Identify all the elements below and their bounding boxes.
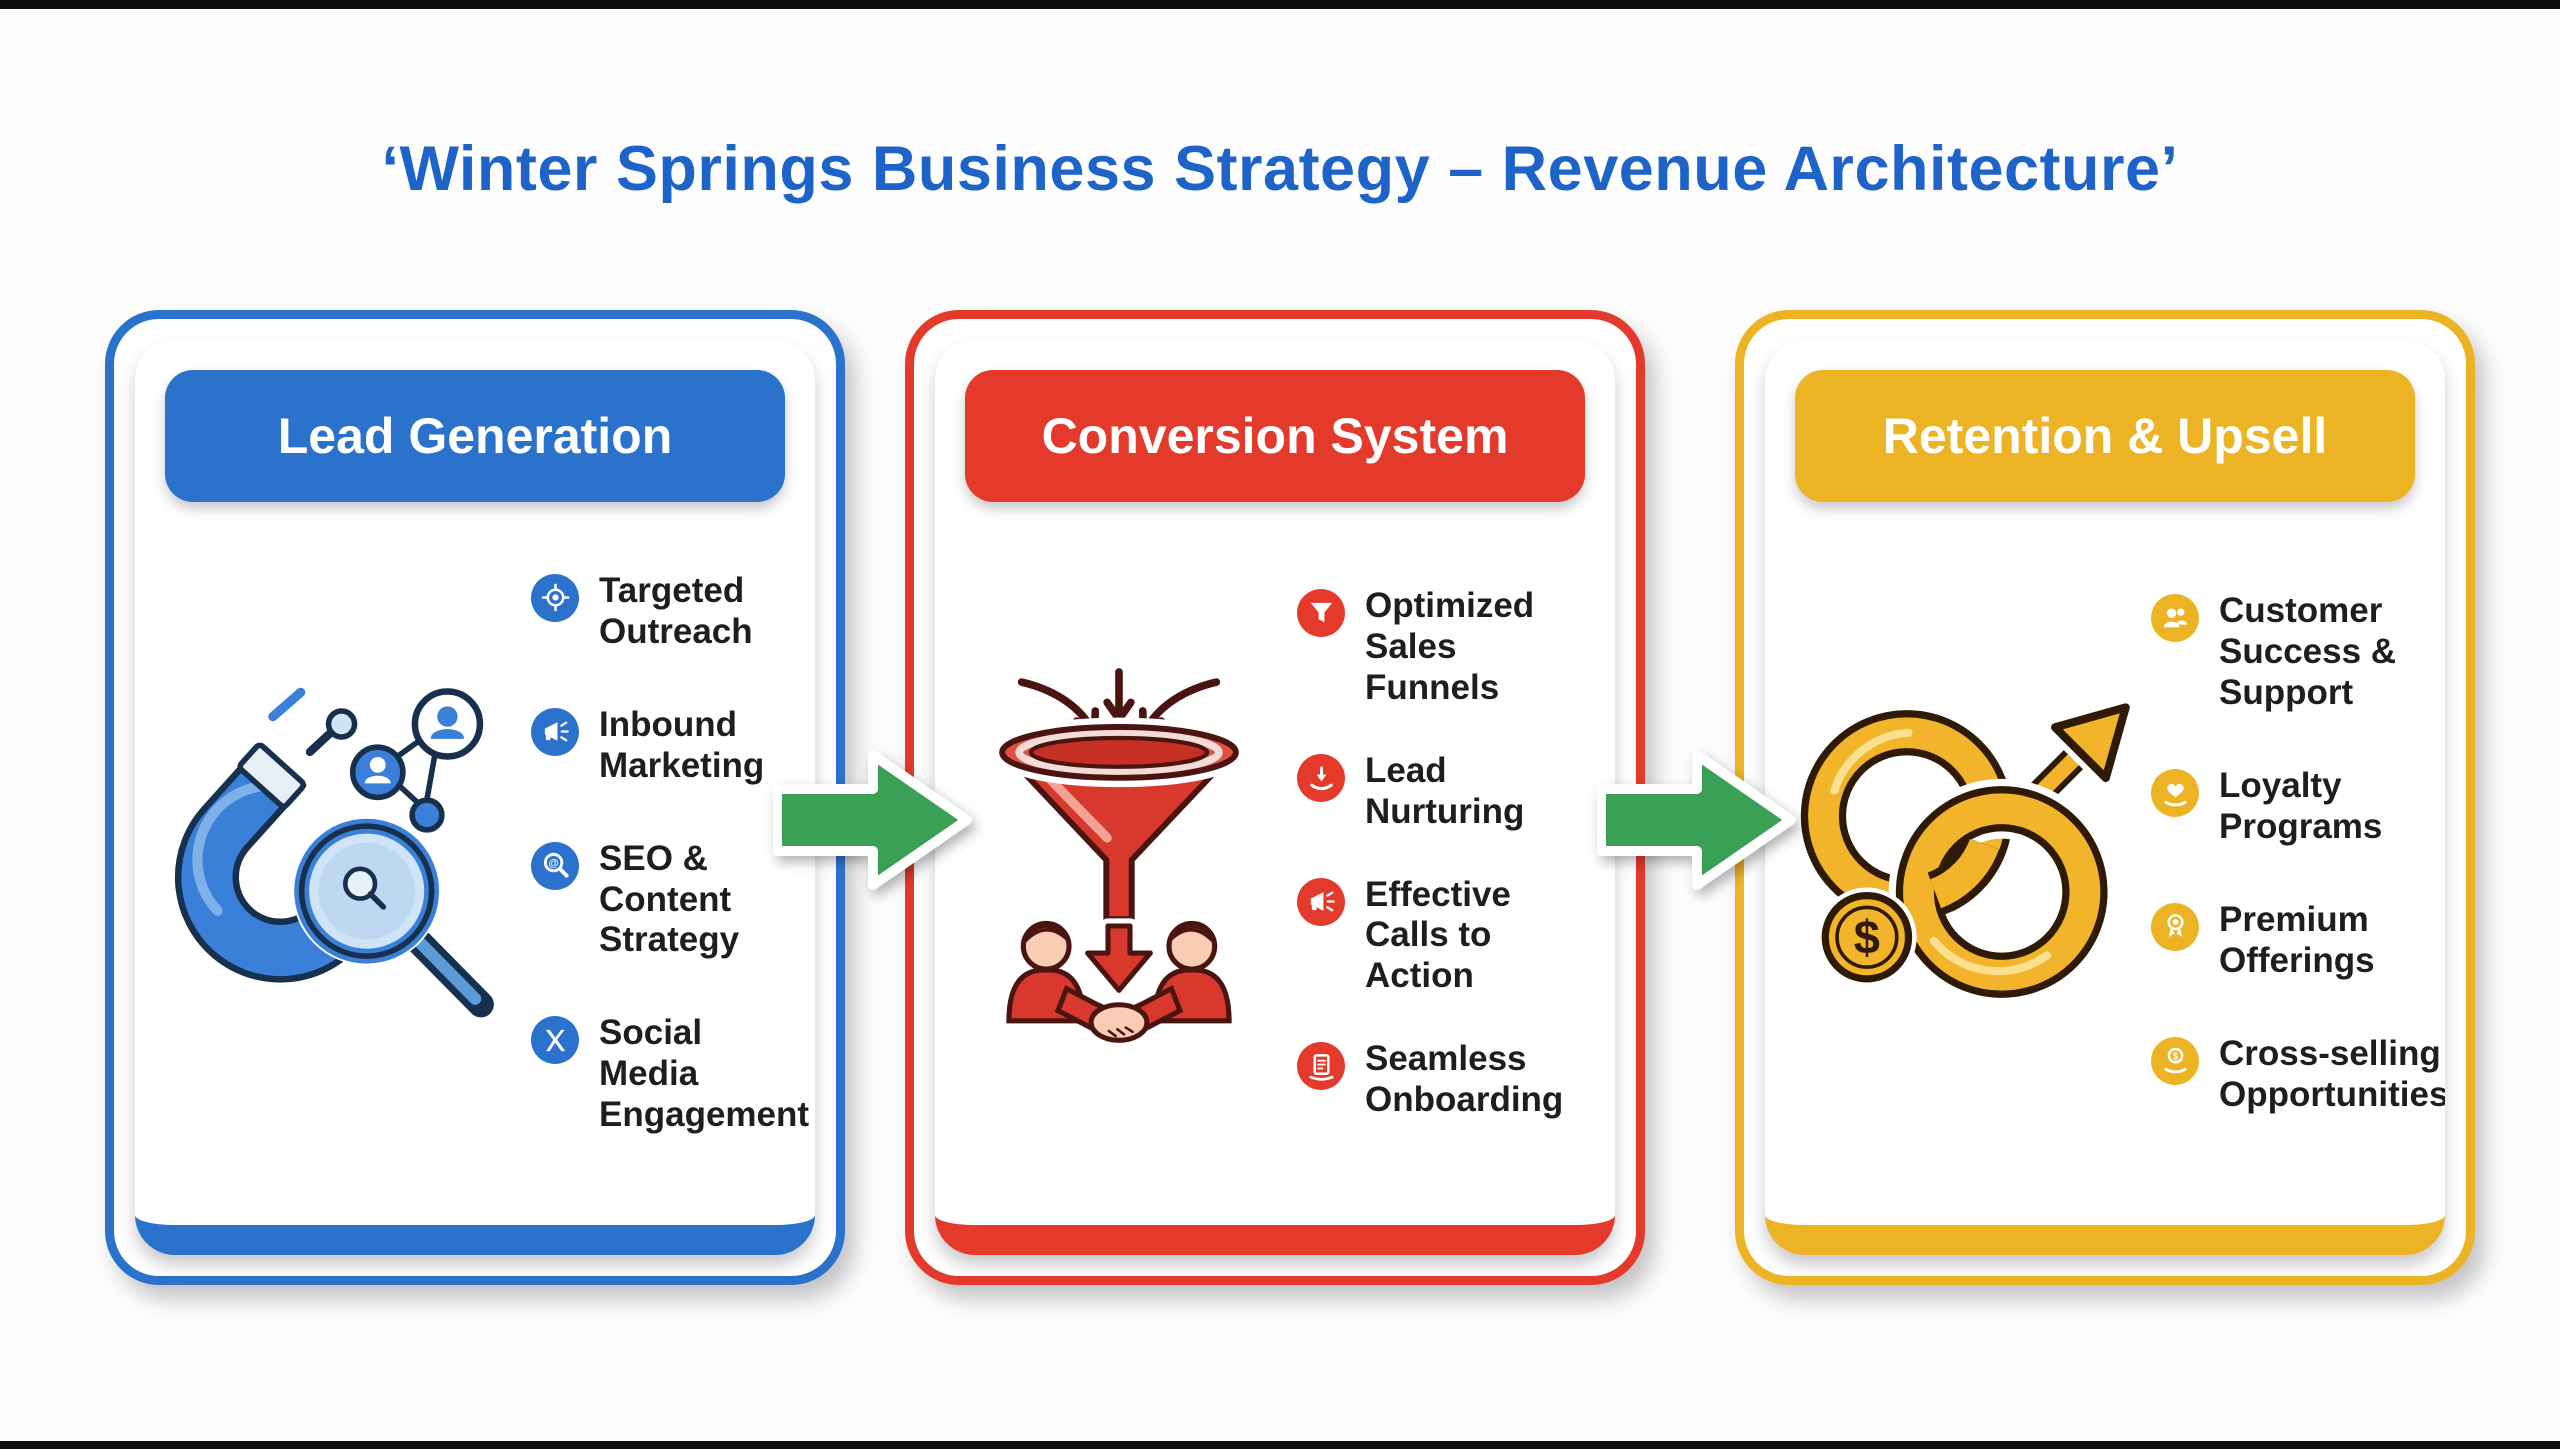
list-item: $ Cross-selling Opportunities — [2151, 1034, 2445, 1116]
lead-generation-bullet-list: Targeted Outreach Inbound Marketing @ — [531, 571, 815, 1136]
bullet-label: Cross-selling Opportunities — [2219, 1033, 2445, 1114]
flow-arrow-right-icon — [1597, 750, 1796, 890]
bullet-label: Customer Success & Support — [2219, 591, 2397, 713]
magnifier-graphic — [292, 816, 501, 1024]
card-lead-generation-header: Lead Generation — [165, 370, 785, 502]
card-lead-generation-body: Targeted Outreach Inbound Marketing @ — [135, 510, 815, 1225]
funnel-handshake-illustration — [941, 655, 1297, 1053]
megaphone-icon — [531, 707, 579, 756]
conversion-system-bullet-list: Optimized Sales Funnels Lead Nurturing — [1297, 586, 1599, 1121]
magnet-leads-illustration — [141, 659, 531, 1049]
magnet-search-graphic — [165, 682, 501, 1024]
bullet-label: Social Media Engagement — [599, 1013, 810, 1135]
card-retention-upsell: Retention & Upsell — [1735, 310, 2475, 1285]
list-item: Targeted Outreach — [531, 571, 809, 653]
bullet-label: Seamless Onboarding — [1365, 1039, 1564, 1120]
customers-icon — [2151, 594, 2199, 643]
search-at-icon: @ — [531, 841, 579, 890]
svg-text:$: $ — [1854, 910, 1880, 963]
list-item: Customer Success & Support — [2151, 591, 2445, 714]
hand-nurture-icon — [1297, 753, 1345, 802]
linked-rings-graphic: $ — [1793, 696, 2136, 1005]
top-edge-bar — [0, 0, 2560, 9]
bullet-label: Inbound Marketing — [599, 704, 765, 785]
card-retention-upsell-body: $ Customer Success & Support — [1765, 510, 2445, 1225]
page-title: ‘Winter Springs Business Strategy – Reve… — [381, 134, 2179, 204]
bullet-label: Lead Nurturing — [1365, 750, 1525, 831]
target-icon — [531, 573, 579, 622]
hand-coin-icon: $ — [2151, 1036, 2199, 1085]
card-lead-generation-frame: Lead Generation — [105, 310, 845, 1285]
list-item: Loyalty Programs — [2151, 766, 2445, 848]
premium-badge-icon — [2151, 902, 2199, 951]
list-item: Premium Offerings — [2151, 900, 2445, 982]
list-item: Optimized Sales Funnels — [1297, 586, 1593, 709]
bottom-edge-bar — [0, 1441, 2560, 1449]
hand-heart-icon — [2151, 769, 2199, 818]
list-item: Social Media Engagement — [531, 1013, 809, 1136]
card-conversion-system: Conversion System — [905, 310, 1645, 1285]
card-conversion-system-frame: Conversion System — [905, 310, 1645, 1285]
funnel-icon — [1297, 588, 1345, 637]
list-item: Seamless Onboarding — [1297, 1039, 1593, 1121]
bullet-label: SEO & Content Strategy — [599, 838, 740, 960]
flow-arrow-right-icon — [773, 750, 972, 890]
handshake-graphic — [1006, 920, 1232, 1043]
card-conversion-system-header: Conversion System — [965, 370, 1585, 502]
card-conversion-system-panel: Conversion System — [935, 340, 1615, 1255]
list-item: @ SEO & Content Strategy — [531, 839, 809, 962]
list-item: Effective Calls to Action — [1297, 875, 1593, 998]
bullet-label: Targeted Outreach — [599, 570, 753, 651]
svg-text:@: @ — [548, 858, 558, 870]
sales-funnel-graphic — [992, 662, 1246, 1043]
bullet-label: Effective Calls to Action — [1365, 874, 1511, 996]
card-lead-generation: Lead Generation — [105, 310, 845, 1285]
onboarding-doc-icon — [1297, 1042, 1345, 1091]
card-retention-upsell-frame: Retention & Upsell — [1735, 310, 2475, 1285]
card-retention-upsell-header: Retention & Upsell — [1795, 370, 2415, 502]
retention-upsell-bullet-list: Customer Success & Support Loyalty Progr… — [2151, 591, 2445, 1115]
bullet-label: Loyalty Programs — [2219, 766, 2383, 847]
card-retention-upsell-panel: Retention & Upsell — [1765, 340, 2445, 1255]
rings-growth-illustration: $ — [1771, 664, 2151, 1044]
bullet-label: Optimized Sales Funnels — [1365, 585, 1535, 707]
megaphone-icon — [1297, 877, 1345, 926]
card-conversion-system-body: Optimized Sales Funnels Lead Nurturing — [935, 510, 1615, 1225]
card-lead-generation-panel: Lead Generation — [135, 340, 815, 1255]
x-social-icon — [531, 1016, 579, 1065]
bullet-label: Premium Offerings — [2219, 899, 2375, 980]
list-item: Inbound Marketing — [531, 705, 809, 787]
svg-text:$: $ — [2172, 1052, 2178, 1063]
list-item: Lead Nurturing — [1297, 751, 1593, 833]
